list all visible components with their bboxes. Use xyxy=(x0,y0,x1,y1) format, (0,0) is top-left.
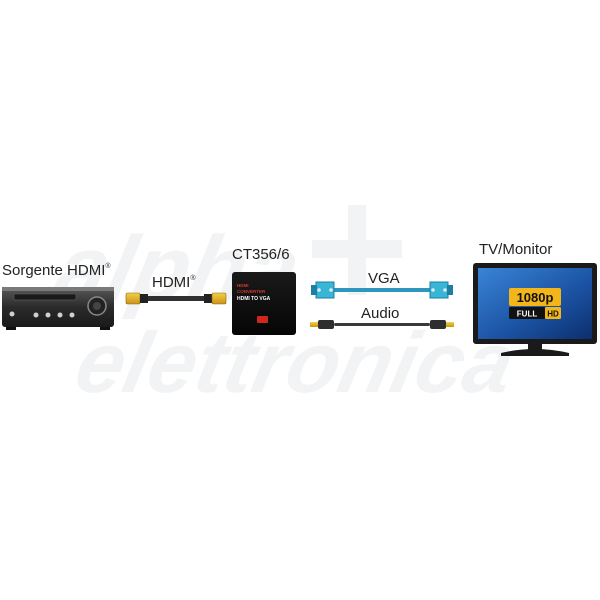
audio-label: Audio xyxy=(361,305,400,322)
converter-box-line3: HDMI TO VGA xyxy=(237,296,271,302)
hdmi-cable xyxy=(125,292,227,305)
hdmi-registered-mark: ® xyxy=(190,275,196,282)
badge-full: FULL xyxy=(517,310,538,319)
disc-tray xyxy=(13,293,77,301)
tv-stand-neck xyxy=(528,344,542,350)
converter-box-line1: HDMI xyxy=(237,283,249,288)
source-label: Sorgente HDMI® xyxy=(2,262,111,279)
converter-model-label: CT356/6 xyxy=(232,246,290,263)
control-buttons xyxy=(9,311,75,318)
audio-cable xyxy=(310,320,454,329)
watermark-plus-horizontal xyxy=(312,240,402,258)
badge-resolution: 1080p xyxy=(517,290,554,305)
hdmi-cable-label: HDMI® xyxy=(152,274,196,291)
vga-label: VGA xyxy=(368,270,400,287)
tv-stand-base xyxy=(501,349,569,356)
display-label: TV/Monitor xyxy=(479,241,553,258)
full-hd-badge: 1080p FULL HD xyxy=(509,288,561,319)
vga-cable xyxy=(311,281,453,299)
source-registered-mark: ® xyxy=(105,263,111,270)
converter-box-line2: CONVERTER xyxy=(237,289,266,294)
badge-hd: HD xyxy=(547,310,559,319)
hdmi-source-device xyxy=(2,287,114,330)
converter-box: HDMI CONVERTER HDMI TO VGA xyxy=(232,272,296,335)
converter-brand-badge xyxy=(257,316,268,323)
